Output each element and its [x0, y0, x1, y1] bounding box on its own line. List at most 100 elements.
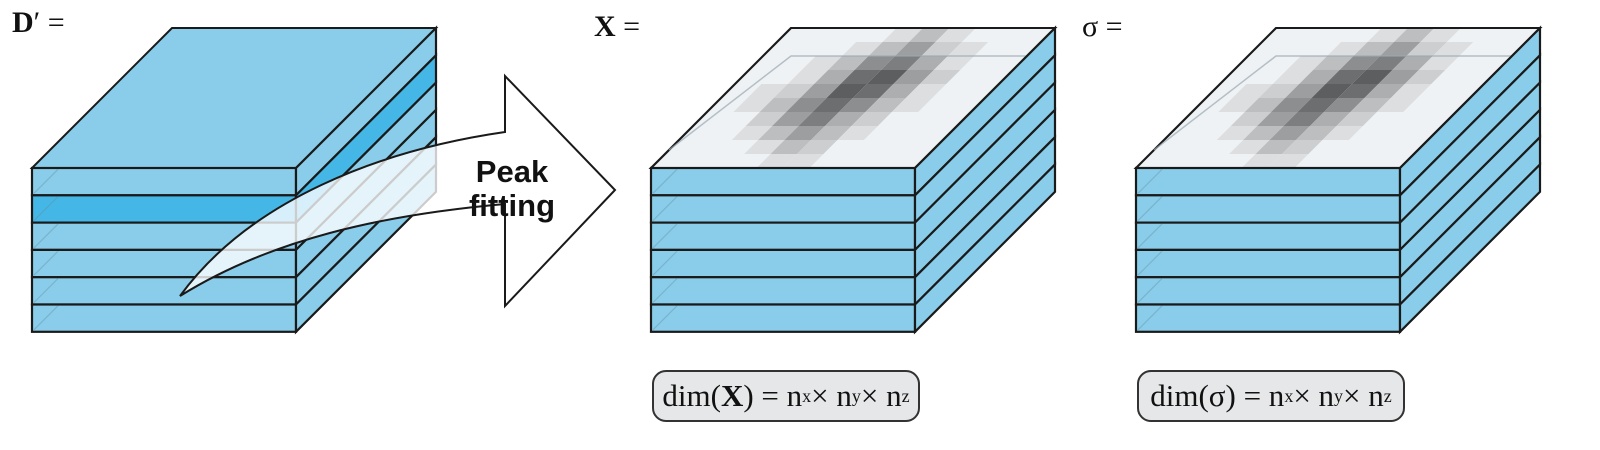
intensity-map — [1216, 28, 1474, 168]
intensity-cell — [895, 42, 936, 56]
intensity-cell — [1271, 98, 1312, 112]
dim-sigma-sub-x: x — [1284, 385, 1294, 406]
dim-x-sub-z: z — [901, 385, 910, 406]
dim-x-sub-x: x — [802, 385, 812, 406]
sigma-label: σ = — [1082, 10, 1123, 44]
arrow-label-fitting: fitting — [469, 188, 555, 223]
layer-front-1 — [649, 166, 917, 197]
intensity-cell — [773, 84, 815, 98]
map-inner-edge — [668, 55, 1037, 151]
intensity-cell — [851, 112, 892, 126]
intensity-cell — [1392, 56, 1433, 70]
intensity-cell — [783, 154, 824, 168]
intensity-cell — [1367, 28, 1408, 42]
intensity-cell — [1327, 42, 1368, 56]
intensity-cell — [1299, 70, 1340, 84]
intensity-cell — [1378, 70, 1419, 84]
x-label: X = — [594, 10, 640, 44]
dim-x-times-1: × n — [811, 378, 852, 413]
layer-inner-diagonal — [652, 305, 678, 331]
layer-front-5 — [30, 276, 298, 306]
layer-inner-diagonal — [652, 223, 678, 249]
layer-inner-diagonal — [652, 168, 678, 194]
layer-inner-diagonal — [33, 278, 59, 303]
layer-inner-diagonal — [652, 196, 678, 222]
intensity-cell — [1310, 112, 1351, 126]
layer-inner-diagonal — [33, 196, 59, 222]
intensity-cell — [1420, 28, 1461, 42]
layer-front-4 — [1134, 248, 1402, 279]
intensity-cell — [1258, 84, 1300, 98]
intensity-cell — [797, 140, 838, 154]
layer-front-2 — [30, 194, 298, 224]
intensity-cell — [1296, 126, 1337, 140]
layer-inner-diagonal — [652, 250, 678, 276]
intensity-cell — [1364, 84, 1405, 98]
intensity-cell — [839, 98, 880, 112]
dim-sigma-symbol: σ — [1208, 378, 1226, 413]
layer-inner-diagonal — [33, 168, 59, 194]
intensity-cell — [933, 56, 975, 70]
layer-side-6 — [1398, 161, 1542, 335]
layer-front-1 — [1134, 166, 1402, 197]
intensity-cell — [1244, 98, 1286, 112]
intensity-cell — [1232, 84, 1273, 98]
intensity-cell — [879, 84, 920, 98]
parameter-cube-sigma — [1133, 25, 1543, 335]
intensity-cell — [909, 28, 950, 42]
intensity-cell — [1241, 154, 1282, 168]
intensity-cell — [1311, 84, 1352, 98]
intensity-cell — [731, 126, 773, 140]
dim-x-symbol: X — [720, 378, 744, 413]
equals-sign: = — [47, 6, 65, 39]
intensity-cell — [1269, 126, 1310, 140]
intensity-cell — [784, 126, 825, 140]
intensity-cell — [1218, 98, 1259, 112]
layer-front-4 — [649, 248, 917, 279]
intensity-cell — [840, 70, 881, 84]
prime-mark: ′ — [33, 6, 41, 39]
dim-sigma-sub-y: y — [1334, 385, 1344, 406]
intensity-cell — [921, 42, 962, 56]
layer-inner-diagonal — [1137, 168, 1163, 194]
intensity-cell — [828, 56, 869, 70]
intensity-cell — [867, 70, 908, 84]
intensity-cell — [1418, 56, 1460, 70]
layer-inner-diagonal — [1137, 196, 1163, 222]
d-symbol: D — [12, 6, 34, 39]
intensity-cell — [881, 56, 922, 70]
intensity-cell — [1350, 98, 1391, 112]
intensity-cell — [733, 98, 774, 112]
intensity-cell — [907, 56, 948, 70]
layer-front-5 — [1134, 276, 1402, 306]
layer-front-6 — [649, 303, 917, 333]
intensity-cell — [744, 140, 785, 154]
intensity-cell — [825, 112, 866, 126]
dim-sigma-sub-z: z — [1383, 385, 1392, 406]
layer-front-1 — [30, 166, 298, 197]
arrow-label-peak: Peak — [476, 154, 549, 189]
intensity-cell — [1404, 70, 1446, 84]
dim-x-prefix: dim( — [662, 378, 721, 413]
intensity-cell — [1230, 112, 1272, 126]
intensity-cell — [1216, 126, 1258, 140]
intensity-cell — [1285, 84, 1326, 98]
intensity-cell — [1325, 70, 1366, 84]
intensity-cell — [868, 42, 909, 56]
intensity-cell — [1283, 112, 1324, 126]
intensity-cell — [1394, 28, 1435, 42]
layer-front-6 — [1134, 303, 1402, 333]
intensity-cell — [1297, 98, 1338, 112]
intensity-cell — [756, 154, 797, 168]
intensity-cell — [800, 84, 841, 98]
layer-front-3 — [1134, 221, 1402, 252]
intensity-cell — [1255, 140, 1296, 154]
intensity-cell — [811, 126, 852, 140]
intensity-cell — [947, 42, 989, 56]
intensity-cell — [1286, 56, 1328, 70]
layer-front-2 — [649, 194, 917, 224]
layer-inner-diagonal — [1137, 305, 1163, 331]
